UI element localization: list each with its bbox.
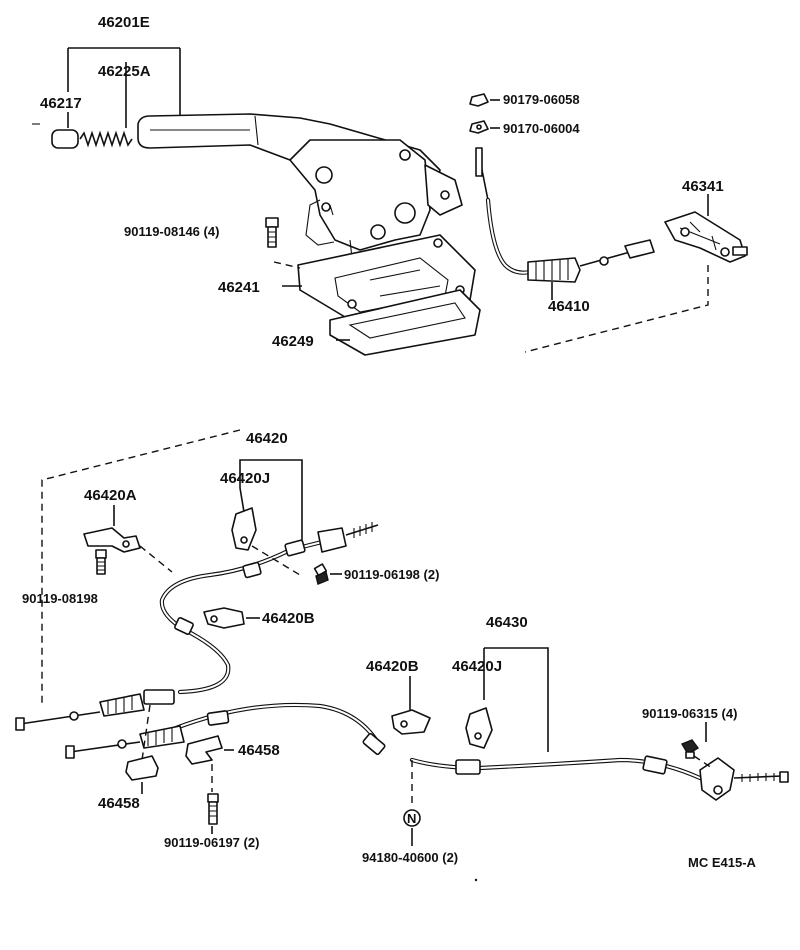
leader-46430	[484, 647, 549, 752]
cable-46430-fitting-2	[642, 755, 668, 775]
label-94180-40600: 94180-40600 (2)	[362, 850, 458, 865]
equalizer-dash-guide	[524, 265, 709, 353]
lever-pivot-small	[370, 224, 386, 240]
lever-cam	[424, 164, 463, 216]
label-90119-06197: 90119-06197 (2)	[164, 835, 259, 850]
label-46420J-mid: 46420J	[452, 658, 502, 675]
clamp-46420A	[83, 527, 141, 553]
diagram-code: MC E415-A	[688, 855, 757, 870]
lever-boot-gasket	[329, 289, 481, 356]
nut-90170	[469, 120, 489, 134]
bolt-90119-08198	[95, 549, 107, 575]
front-cable-clevis	[624, 239, 655, 259]
cable-46430-fitting-1	[455, 759, 481, 775]
cable-46420-boot-left	[99, 693, 145, 717]
bolt-90119-06198	[313, 563, 329, 585]
cable-46430-rear-bracket	[699, 757, 735, 801]
label-46420A: 46420A	[84, 487, 137, 504]
clip-46420B-top	[203, 607, 245, 629]
cam-hole	[440, 190, 450, 200]
label-46249: 46249	[272, 333, 314, 350]
bracket-bolt-hole	[321, 202, 331, 212]
label-46458-left: 46458	[98, 795, 140, 812]
front-cable-group	[475, 147, 655, 300]
cable-lower-fitting-2	[362, 732, 386, 756]
clip-46420J-mid	[465, 707, 493, 749]
nut-94180	[403, 809, 421, 827]
cable-46420-group	[15, 429, 379, 731]
cable-46420-front-bracket	[317, 527, 347, 553]
clip-46458-left	[125, 755, 159, 781]
label-90119-06198: 90119-06198 (2)	[344, 567, 439, 582]
label-46420: 46420	[246, 430, 288, 447]
clip-46420J-top	[231, 507, 257, 551]
cable-lower-fitting-1	[206, 710, 230, 726]
leader-46201E	[67, 47, 181, 116]
lever-pivot-upper	[315, 166, 333, 184]
lever-pivot-lower	[394, 202, 416, 224]
release-knob	[51, 129, 79, 149]
lever-group	[51, 47, 481, 356]
cable-46430-group: N	[65, 647, 789, 846]
nut-letter: N	[407, 811, 416, 826]
label-46458-right: 46458	[238, 742, 280, 759]
label-46225A: 46225A	[98, 63, 151, 80]
label-46420B-top: 46420B	[262, 610, 315, 627]
cable-46420-dash-bracket	[41, 429, 241, 705]
label-90119-08198: 90119-08198	[22, 591, 98, 606]
cable-lower-boot-left	[139, 725, 185, 749]
plate-hole-1	[433, 238, 443, 248]
leader-46420J-top-b	[239, 487, 245, 513]
cable-46420-fitting-1	[242, 561, 262, 579]
cable-46420-fitting-2	[284, 539, 306, 557]
label-46420J-top: 46420J	[220, 470, 270, 487]
cable-46420-left-rod	[19, 711, 101, 725]
label-90170-06004: 90170-06004	[503, 121, 580, 136]
speck	[474, 878, 478, 882]
label-90119-08146: 90119-08146 (4)	[124, 224, 219, 239]
clip-46458-right	[185, 735, 223, 765]
lever-hole	[399, 149, 411, 161]
label-46341: 46341	[682, 178, 724, 195]
label-46410: 46410	[548, 298, 590, 315]
part-labels: 46201E 46225A 46217 90179-06058 90170-06…	[22, 14, 757, 870]
leader-46420J-top	[239, 459, 303, 542]
front-cable-rod-end	[475, 147, 483, 177]
label-46241: 46241	[218, 279, 260, 296]
bolt-90119-08146	[265, 217, 279, 248]
label-46430: 46430	[486, 614, 528, 631]
front-cable-boot	[527, 257, 581, 283]
release-spring	[79, 130, 133, 148]
label-46420B-mid: 46420B	[366, 658, 419, 675]
bolt-90119-06197	[207, 793, 219, 825]
label-46201E: 46201E	[98, 14, 150, 31]
cable-46420-fitting-3	[174, 617, 194, 635]
equalizer-46341	[664, 211, 748, 263]
bolt-dash-guide	[273, 261, 301, 269]
clip-46420B-mid	[391, 709, 431, 735]
label-46217: 46217	[40, 95, 82, 112]
label-90179-06058: 90179-06058	[503, 92, 580, 107]
bolt-90119-06315	[680, 739, 700, 759]
label-90119-06315: 90119-06315 (4)	[642, 706, 737, 721]
nut-90179	[469, 93, 489, 107]
plate-hole-2	[347, 299, 357, 309]
